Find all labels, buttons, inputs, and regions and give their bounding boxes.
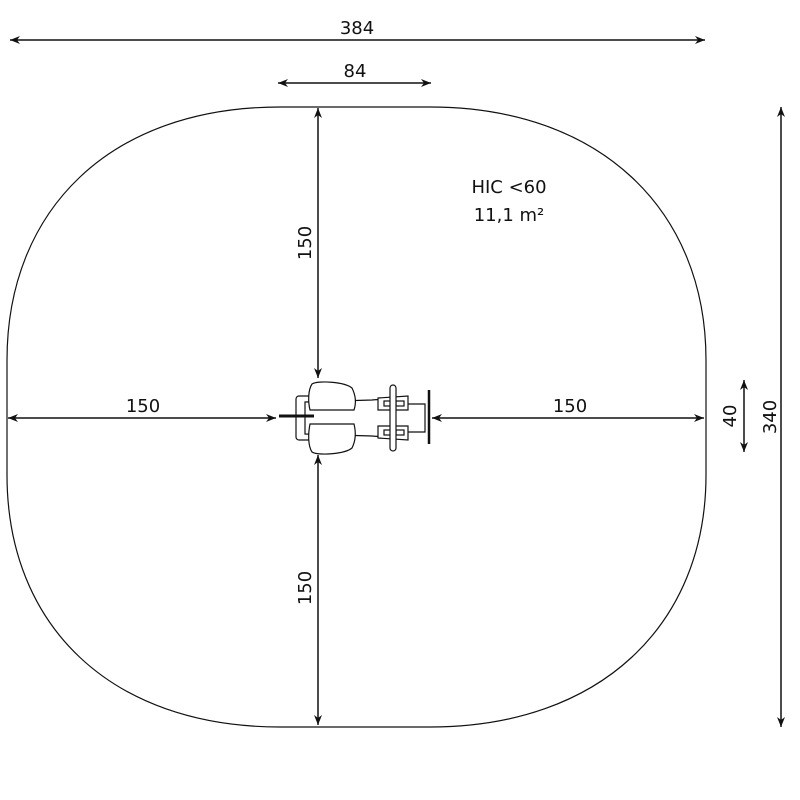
- dim-label-left-clearance: 150: [126, 396, 160, 417]
- equipment-top-view: [279, 381, 431, 455]
- dim-label-equipment-depth: 40: [720, 405, 741, 428]
- dim-label-bottom-clearance: 150: [295, 571, 316, 605]
- dim-label-equipment-width: 84: [344, 61, 367, 82]
- area-label: 11,1 m²: [474, 205, 545, 226]
- dim-label-overall-height: 340: [760, 400, 781, 434]
- dim-label-right-clearance: 150: [553, 396, 587, 417]
- dim-label-overall-width: 384: [340, 18, 374, 39]
- dim-label-top-clearance: 150: [295, 226, 316, 260]
- safety-zone-outline: [6, 106, 707, 728]
- hic-label: HIC <60: [471, 177, 546, 198]
